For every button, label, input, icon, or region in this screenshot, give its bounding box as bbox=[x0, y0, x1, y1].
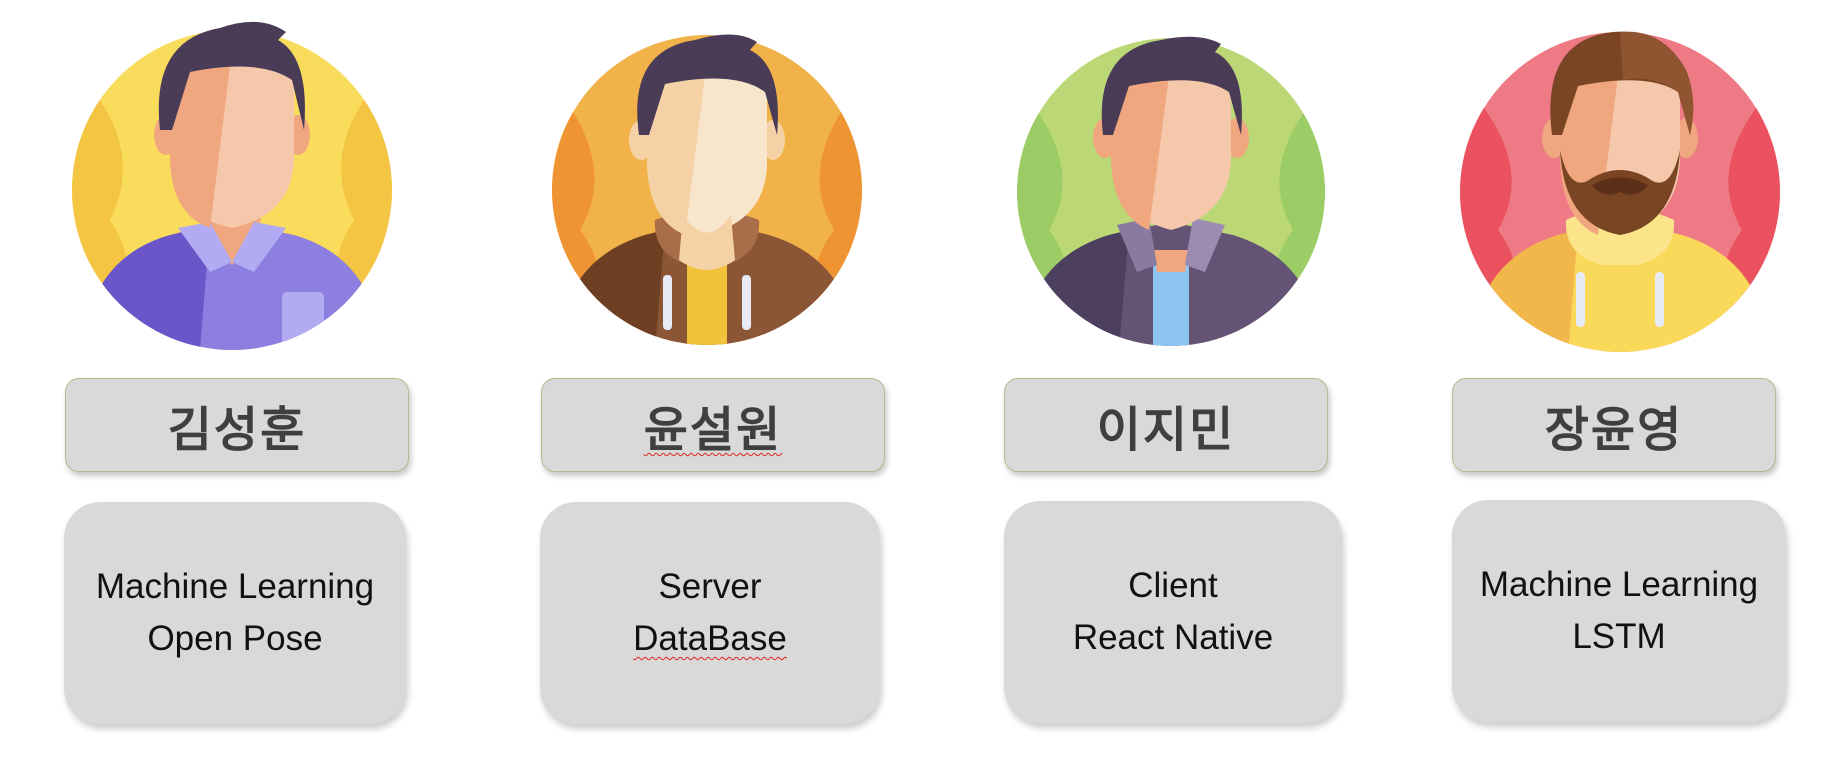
member-name: 윤설원 bbox=[643, 402, 783, 458]
team-member-card: 김성훈 Machine Learning Open Pose bbox=[60, 0, 409, 768]
man-avatar-icon bbox=[60, 10, 400, 360]
member-role-box: Server DataBase bbox=[540, 502, 880, 724]
member-role-box: Machine Learning Open Pose bbox=[64, 502, 406, 724]
member-name: 장윤영 bbox=[1544, 402, 1684, 458]
member-name-box: 윤설원 bbox=[541, 378, 885, 472]
man-avatar-icon bbox=[999, 10, 1339, 360]
member-role-line: Open Pose bbox=[147, 619, 323, 658]
member-name-box: 이지민 bbox=[1004, 378, 1328, 472]
man-avatar-icon bbox=[535, 10, 875, 360]
member-name-box: 장윤영 bbox=[1452, 378, 1776, 472]
team-member-card: 이지민 Client React Native bbox=[1002, 0, 1342, 768]
member-name: 이지민 bbox=[1096, 402, 1236, 458]
member-role-box: Client React Native bbox=[1004, 501, 1342, 723]
member-role-line: Client bbox=[1128, 566, 1218, 605]
man-avatar-icon bbox=[1448, 10, 1788, 360]
member-role-line: Server bbox=[658, 567, 762, 606]
team-member-card: 윤설원 Server DataBase bbox=[540, 0, 885, 768]
team-member-card: 장윤영 Machine Learning LSTM bbox=[1450, 0, 1790, 768]
member-role-box: Machine Learning LSTM bbox=[1452, 500, 1786, 722]
member-role-line: React Native bbox=[1072, 618, 1274, 657]
member-role-line: DataBase bbox=[633, 619, 787, 658]
member-role-line: Machine Learning bbox=[1479, 565, 1759, 604]
member-name-box: 김성훈 bbox=[65, 378, 409, 472]
member-role-line: LSTM bbox=[1572, 617, 1666, 656]
member-role-line: Machine Learning bbox=[95, 567, 375, 606]
member-name: 김성훈 bbox=[167, 402, 307, 458]
